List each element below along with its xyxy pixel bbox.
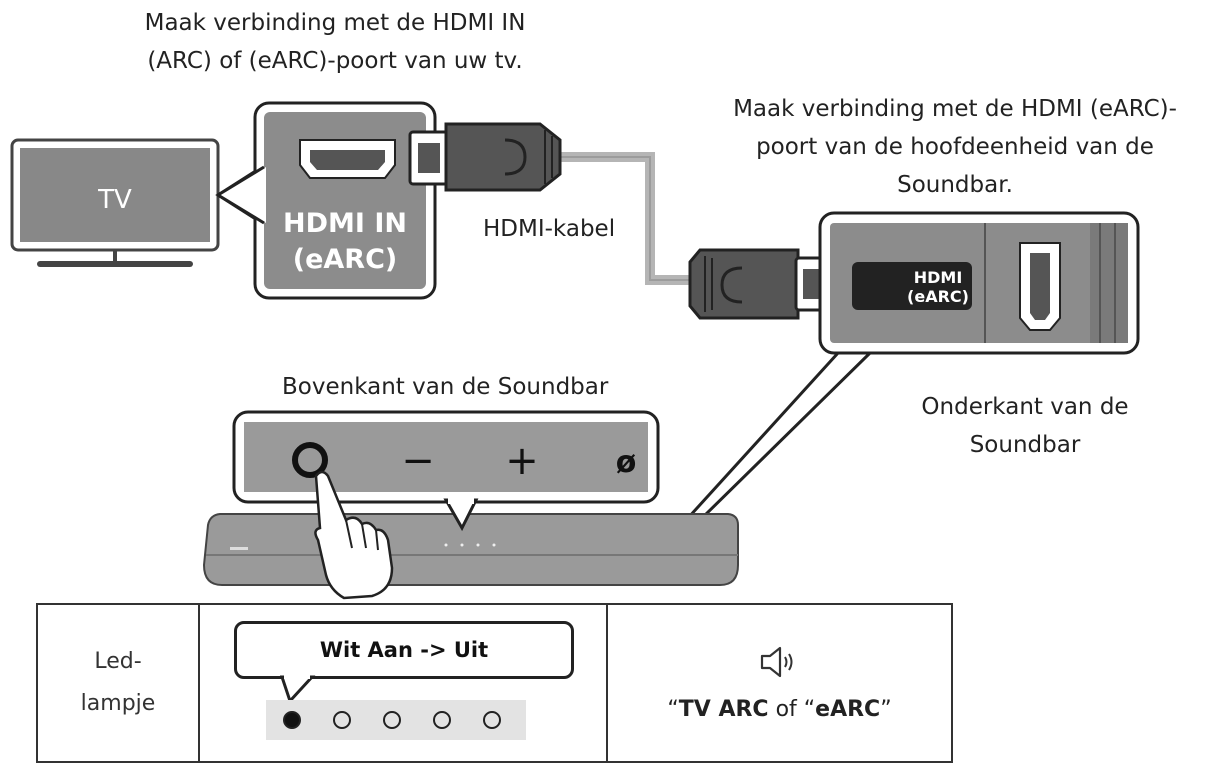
tv-label: TV bbox=[97, 185, 132, 215]
led-label-cell: Led- lampje bbox=[38, 605, 200, 761]
hdmi-connector-tv-end-icon bbox=[408, 122, 562, 192]
source-button-icon: ø bbox=[616, 445, 637, 480]
soundbar-connection-caption: Maak verbinding met de HDMI (eARC)- poor… bbox=[700, 90, 1210, 204]
voice-guide-cell: “TV ARC of “eARC” bbox=[608, 605, 951, 761]
soundbar-port-label-line1: HDMI bbox=[914, 268, 963, 287]
soundbar-caption-line1: Maak verbinding met de HDMI (eARC)- bbox=[733, 96, 1177, 122]
tv-port-label-line1: HDMI IN bbox=[283, 208, 407, 239]
soundbar-port-label-line2: (eARC) bbox=[907, 287, 969, 306]
callout-pointer-line bbox=[686, 351, 840, 520]
speaker-sound-icon bbox=[760, 646, 793, 678]
led-state-cell: Wit Aan -> Uit bbox=[198, 605, 608, 761]
led-strip bbox=[266, 700, 526, 740]
led-state-bubble: Wit Aan -> Uit bbox=[234, 621, 574, 679]
top-of-soundbar-caption: Bovenkant van de Soundbar bbox=[282, 374, 609, 400]
led-indicator bbox=[433, 711, 451, 729]
volume-up-button-icon: + bbox=[505, 438, 539, 484]
led-indicator-table: Led- lampje Wit Aan -> Uit “TV ARC of “e… bbox=[36, 603, 953, 763]
led-label-line1: Led- bbox=[94, 649, 142, 674]
bubble-pointer bbox=[279, 675, 316, 704]
tv-illustration: TV bbox=[10, 138, 220, 267]
led-indicator bbox=[383, 711, 401, 729]
callout-pointer-line bbox=[698, 351, 872, 522]
hdmi-connector-soundbar-end-icon bbox=[688, 248, 834, 320]
tv-hdmi-port-callout: HDMI IN (eARC) bbox=[215, 101, 437, 300]
soundbar-caption-line2: poort van de hoofdeenheid van de bbox=[756, 134, 1154, 160]
led-label-line2: lampje bbox=[80, 691, 156, 716]
tv-hdmi-socket-icon bbox=[299, 139, 396, 179]
voice-tv-arc: TV ARC bbox=[678, 697, 769, 722]
cable-caption: HDMI-kabel bbox=[483, 216, 616, 242]
voice-guide-text: “TV ARC of “eARC” bbox=[667, 697, 892, 722]
soundbar-caption-line3: Soundbar. bbox=[897, 172, 1013, 198]
soundbar-top-callout: − + ø bbox=[232, 410, 660, 532]
soundbar-hdmi-port-callout: HDMI (eARC) bbox=[818, 211, 1140, 355]
power-button-icon bbox=[292, 442, 328, 478]
led-indicator bbox=[283, 711, 301, 729]
tv-caption-line2: (ARC) of (eARC)-poort van uw tv. bbox=[147, 48, 523, 74]
tv-port-label-line2: (eARC) bbox=[293, 244, 398, 275]
voice-earc: eARC bbox=[815, 697, 881, 722]
soundbar-illustration bbox=[202, 513, 739, 586]
led-indicator bbox=[333, 711, 351, 729]
bottom-caption-line2: Soundbar bbox=[969, 432, 1081, 458]
tv-connection-caption: Maak verbinding met de HDMI IN (ARC) of … bbox=[80, 4, 590, 80]
connection-diagram: TV HDMI IN (eARC) bbox=[10, 101, 1140, 600]
bottom-of-soundbar-caption: Onderkant van de Soundbar bbox=[890, 388, 1160, 464]
tv-caption-line1: Maak verbinding met de HDMI IN bbox=[144, 10, 526, 36]
hdmi-cable bbox=[560, 152, 690, 285]
volume-down-button-icon: − bbox=[401, 438, 435, 484]
soundbar-hdmi-socket-icon bbox=[1019, 242, 1061, 331]
led-indicator bbox=[483, 711, 501, 729]
pointing-hand-icon bbox=[314, 470, 394, 600]
bottom-caption-line1: Onderkant van de bbox=[921, 394, 1129, 420]
